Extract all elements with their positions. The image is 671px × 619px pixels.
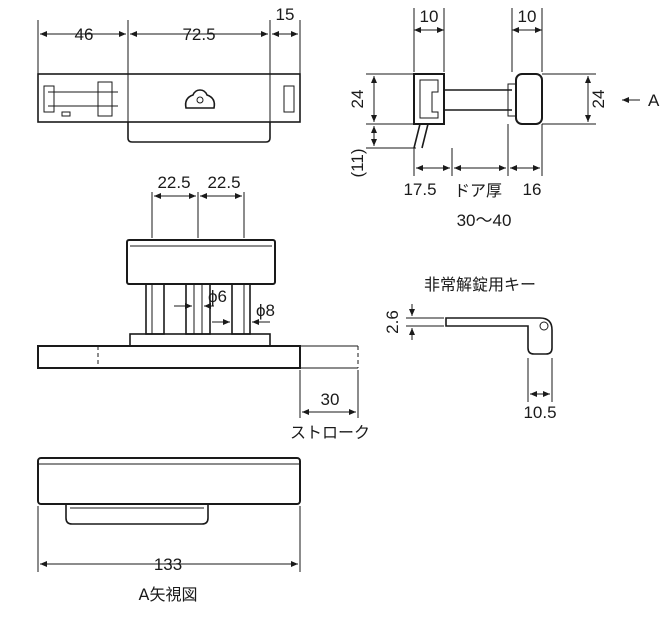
key-dim-width: 10.5	[523, 403, 556, 422]
top-dim-middle: 72.5	[182, 25, 215, 44]
side-dim-bottom-left: 17.5	[403, 180, 436, 199]
a-view: 133 A矢視図	[37, 457, 301, 604]
stroke-label: ストローク	[290, 423, 370, 442]
front-dim-pitch-left: 22.5	[157, 173, 190, 192]
top-dim-left: 46	[75, 25, 94, 44]
key-dim-thickness: 2.6	[383, 310, 402, 334]
side-arrow-label: A	[648, 91, 660, 110]
side-dim-top-left: 10	[420, 7, 439, 26]
side-dim-height-left: 24	[348, 90, 367, 109]
side-dim-bottom-right: 16	[523, 180, 542, 199]
a-view-caption: A矢視図	[139, 585, 198, 604]
side-view: 10 10 24 (11) 24 A 17.5	[348, 7, 660, 230]
a-dim-length: 133	[154, 555, 182, 574]
front-dim-stroke: 30	[321, 390, 340, 409]
door-thickness-label: ドア厚	[454, 181, 502, 200]
key-title: 非常解錠用キー	[424, 275, 536, 294]
side-dim-height-right: 24	[589, 90, 608, 109]
front-dim-pitch-right: 22.5	[207, 173, 240, 192]
key-view: 非常解錠用キー 2.6 10.5	[383, 275, 557, 422]
top-dim-right: 15	[276, 5, 295, 24]
side-dim-top-right: 10	[518, 7, 537, 26]
front-view: 22.5 22.5 ϕ6 ϕ8 30 ストローク	[37, 173, 370, 442]
top-view: 46 72.5 15	[37, 5, 301, 143]
front-dia-large: ϕ8	[256, 301, 275, 320]
side-dim-offset: (11)	[348, 149, 367, 178]
front-dia-small: ϕ6	[208, 287, 227, 306]
door-thickness-range: 30～40	[457, 211, 512, 230]
